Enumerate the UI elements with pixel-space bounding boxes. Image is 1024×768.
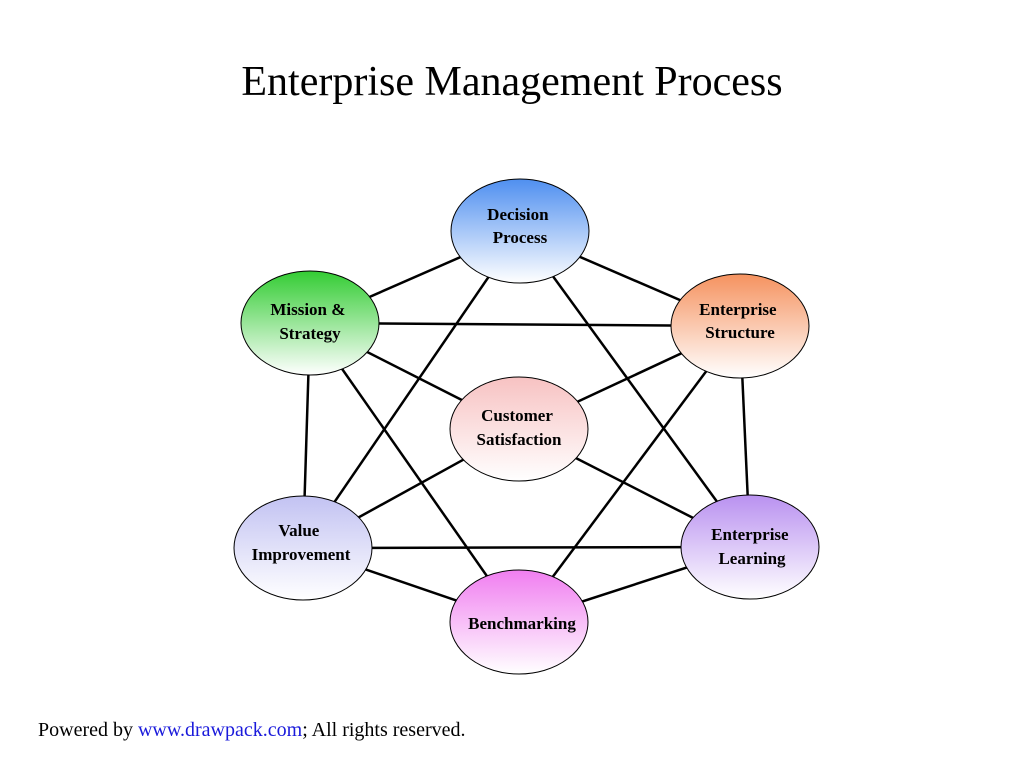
node-enterprise-learning-label-2: Learning: [718, 549, 786, 568]
node-value-improvement-shape: [233, 495, 373, 601]
node-customer-satisfaction-shape: [449, 376, 589, 482]
svg-text:Enterprise Structure: Enterprise Structure: [699, 300, 781, 342]
page-title: Enterprise Management Process: [241, 59, 783, 105]
footer-credit: Powered by www.drawpack.com; All rights …: [38, 719, 466, 742]
node-mission-strategy-label-2: Strategy: [279, 324, 341, 343]
node-customer-satisfaction-label-1: Customer: [481, 406, 553, 425]
footer-prefix: Powered by: [38, 719, 138, 741]
connector-decision-value: [301, 230, 522, 549]
node-decision-process-shape: [450, 178, 590, 284]
node-decision-process-label-2: Process: [493, 228, 548, 247]
node-mission-strategy-shape: [240, 270, 380, 376]
connector-value-learning: [302, 545, 751, 550]
svg-text:Value Improvement: Value Improvement: [252, 521, 351, 564]
node-enterprise-structure-label-2: Structure: [705, 323, 775, 342]
svg-text:Enterprise Learning: Enterprise Learning: [711, 525, 793, 568]
node-value-improvement-label-1: Value: [278, 521, 319, 540]
node-enterprise-learning-shape: [680, 494, 820, 600]
node-value-improvement[interactable]: Value Improvement: [233, 495, 373, 601]
node-benchmarking[interactable]: Benchmarking: [449, 569, 589, 675]
node-customer-satisfaction-label-2: Satisfaction: [477, 430, 563, 449]
node-value-improvement-label-2: Improvement: [252, 545, 351, 564]
node-enterprise-learning[interactable]: Enterprise Learning: [680, 494, 820, 600]
node-enterprise-learning-label-1: Enterprise: [711, 525, 789, 544]
node-mission-strategy-label-1: Mission &: [270, 300, 345, 319]
svg-text:Benchmarking: Benchmarking: [468, 614, 576, 633]
svg-text:Mission & Strategy: Mission & Strategy: [270, 300, 349, 343]
node-customer-satisfaction[interactable]: Customer Satisfaction: [449, 376, 589, 482]
drawpack-link[interactable]: www.drawpack.com: [137, 719, 303, 741]
node-enterprise-structure-shape: [670, 273, 810, 379]
node-enterprise-structure[interactable]: Enterprise Structure: [670, 273, 810, 379]
connector-structure-benchmarking: [517, 325, 742, 623]
node-decision-process-label-1: Decision: [487, 205, 549, 224]
footer-suffix: ; All rights reserved.: [302, 719, 466, 741]
svg-text:Decision Process: Decision Process: [487, 205, 553, 247]
node-decision-process[interactable]: Decision Process: [450, 178, 590, 284]
node-mission-strategy[interactable]: Mission & Strategy: [240, 270, 380, 376]
svg-text:Customer Satisfaction: Customer Satisfaction: [477, 406, 563, 449]
node-benchmarking-shape: [449, 569, 589, 675]
node-enterprise-structure-label-1: Enterprise: [699, 300, 777, 319]
connector-mission-benchmarking: [308, 322, 521, 623]
connector-mission-structure: [309, 321, 741, 328]
node-benchmarking-label: Benchmarking: [468, 614, 576, 633]
connector-decision-learning: [518, 230, 752, 548]
